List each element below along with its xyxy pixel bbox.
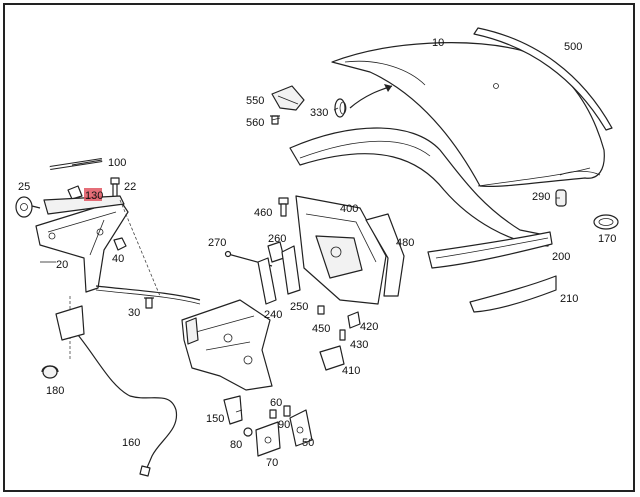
callout-60: 60 [270,397,282,409]
latch-part-50[interactable] [289,409,313,447]
callout-290: 290 [532,191,550,203]
callout-50: 50 [302,437,314,449]
callout-170: 170 [598,233,616,245]
callout-30: 30 [128,307,140,319]
screw-part-30[interactable] [144,297,154,309]
cover-part-480[interactable] [365,213,405,297]
panel-part-400[interactable] [295,195,387,305]
seal-strip-part-500[interactable] [473,27,613,131]
callout-80: 80 [230,439,242,451]
callout-560: 560 [246,117,264,129]
hinge-part-20[interactable] [35,195,129,293]
seal-ring-part-170[interactable] [593,214,619,230]
callout-10: 10 [432,37,444,49]
callout-100: 100 [108,157,126,169]
callout-25: 25 [18,181,30,193]
leader-lines [40,107,560,413]
callout-410: 410 [342,365,360,377]
callout-270: 270 [208,237,226,249]
screw-part-560[interactable] [270,115,280,125]
washer-part-80[interactable] [243,427,253,437]
cable-part-160[interactable] [55,305,178,477]
bracket-part-250[interactable] [281,245,301,295]
callout-480: 480 [396,237,414,249]
callout-420: 420 [360,321,378,333]
callout-200: 200 [552,251,570,263]
arrow-head [384,84,392,92]
callout-40: 40 [112,253,124,265]
drive-mechanism-assembly [181,299,273,391]
trim-strip-part-210[interactable] [469,275,557,313]
grommet-part-330[interactable] [334,98,347,118]
bracket-part-150[interactable] [223,395,243,425]
callout-20: 20 [56,259,68,271]
trunk-lid-part-10[interactable] [331,42,605,187]
callout-160: 160 [122,437,140,449]
connector-part-420[interactable] [347,311,361,329]
callout-500: 500 [564,41,582,53]
arrow-line [349,85,393,109]
bolt-part-22[interactable] [110,177,120,199]
actuator-part-410[interactable] [319,345,345,371]
callout-430: 430 [350,339,368,351]
screw-part-60[interactable] [269,409,277,419]
clip-part-130[interactable] [67,185,83,200]
callout-260: 260 [268,233,286,245]
ball-stud-part-25[interactable] [15,196,41,218]
callout-130: 130 [85,190,103,202]
callout-210: 210 [560,293,578,305]
lever-part-240[interactable] [257,257,277,305]
spring-part-90[interactable] [283,405,291,417]
callout-400: 400 [340,203,358,215]
callout-90: 90 [278,419,290,431]
callout-240: 240 [264,309,282,321]
grommet-part-180[interactable] [41,365,59,379]
nut-part-40[interactable] [113,237,127,251]
callout-130-highlight [84,188,102,201]
linkage-rod [95,285,201,301]
callout-180: 180 [46,385,64,397]
callout-330: 330 [310,107,328,119]
screw-part-450[interactable] [317,305,325,315]
callout-460: 460 [254,207,272,219]
callout-250: 250 [290,301,308,313]
lock-plate-part-70[interactable] [255,421,281,457]
callout-550: 550 [246,95,264,107]
callout-labels: 10 500 550 560 330 100 25 130 22 20 40 2… [18,37,616,469]
bracket-part-550[interactable] [271,85,305,111]
lid-frame-arch [289,127,551,247]
callout-150: 150 [206,413,224,425]
pin-part-430[interactable] [339,329,346,341]
bolt-part-460[interactable] [278,197,289,217]
trim-strip-part-200[interactable] [427,231,553,269]
callout-70: 70 [266,457,278,469]
reference-line [119,199,161,297]
gas-strut-part-100[interactable] [49,158,103,170]
callout-22: 22 [124,181,136,193]
callout-450: 450 [312,323,330,335]
